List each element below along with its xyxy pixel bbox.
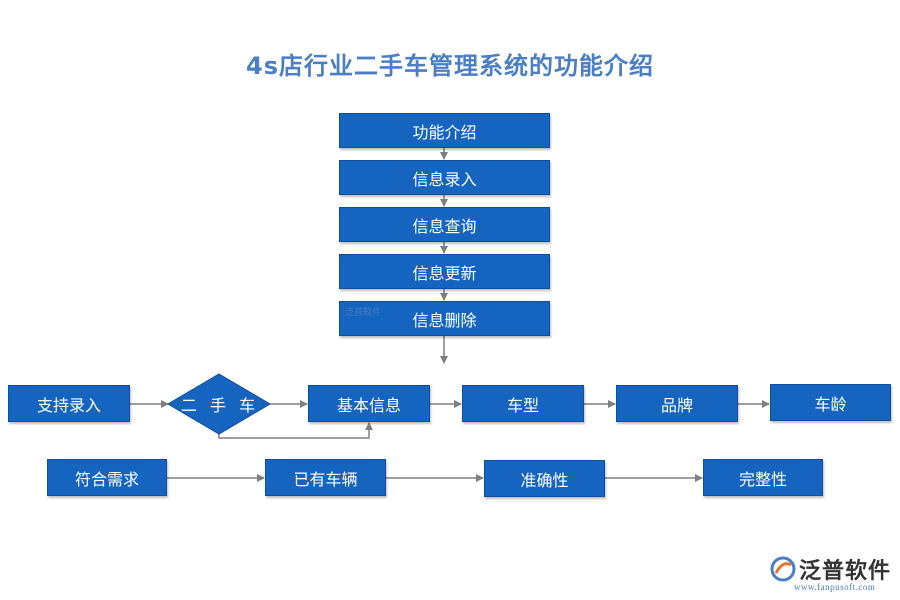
node-label: 品牌 xyxy=(660,395,693,415)
node-label: 准确性 xyxy=(520,470,569,490)
watermark-small: 泛普软件 xyxy=(345,308,382,318)
node-brand: 品牌 xyxy=(616,385,738,422)
node-label: 信息更新 xyxy=(412,263,477,283)
decision-diamond xyxy=(167,373,271,435)
arrow-loop xyxy=(218,422,373,439)
node-vehicle-age: 车龄 xyxy=(770,384,891,421)
node-label: 车龄 xyxy=(814,394,847,414)
node-label: 信息删除 xyxy=(412,310,477,330)
node-label: 信息录入 xyxy=(412,169,477,189)
node-completeness: 完整性 xyxy=(703,459,823,496)
node-info-update: 信息更新 xyxy=(339,254,550,289)
node-label: 信息查询 xyxy=(412,216,477,236)
node-model: 车型 xyxy=(462,385,584,422)
node-info-query: 信息查询 xyxy=(339,207,550,242)
brand-logo: 泛普软件 xyxy=(770,553,891,585)
node-basic-info: 基本信息 xyxy=(308,385,430,422)
node-label: 支持录入 xyxy=(36,395,101,415)
node-info-delete: 信息删除 xyxy=(339,301,550,336)
diagram-title: 4s店行业二手车管理系统的功能介绍 xyxy=(246,52,654,80)
node-label: 基本信息 xyxy=(336,395,401,415)
node-label: 车型 xyxy=(506,395,539,415)
logo-icon xyxy=(770,556,796,582)
node-function-intro: 功能介绍 xyxy=(339,113,550,148)
node-support-entry: 支持录入 xyxy=(8,385,130,422)
node-label: 完整性 xyxy=(738,469,787,489)
node-label: 功能介绍 xyxy=(412,122,477,142)
node-existing-vehicles: 已有车辆 xyxy=(265,459,386,496)
node-label: 已有车辆 xyxy=(293,469,358,489)
decision-label: 二 手 车 xyxy=(180,396,260,415)
node-info-entry: 信息录入 xyxy=(339,160,550,195)
logo-text: 泛普软件 xyxy=(799,559,892,584)
node-label: 符合需求 xyxy=(74,469,139,489)
logo-url: www.fanpusoft.com xyxy=(794,582,876,592)
node-meets-needs: 符合需求 xyxy=(47,459,167,496)
node-accuracy: 准确性 xyxy=(484,460,605,497)
